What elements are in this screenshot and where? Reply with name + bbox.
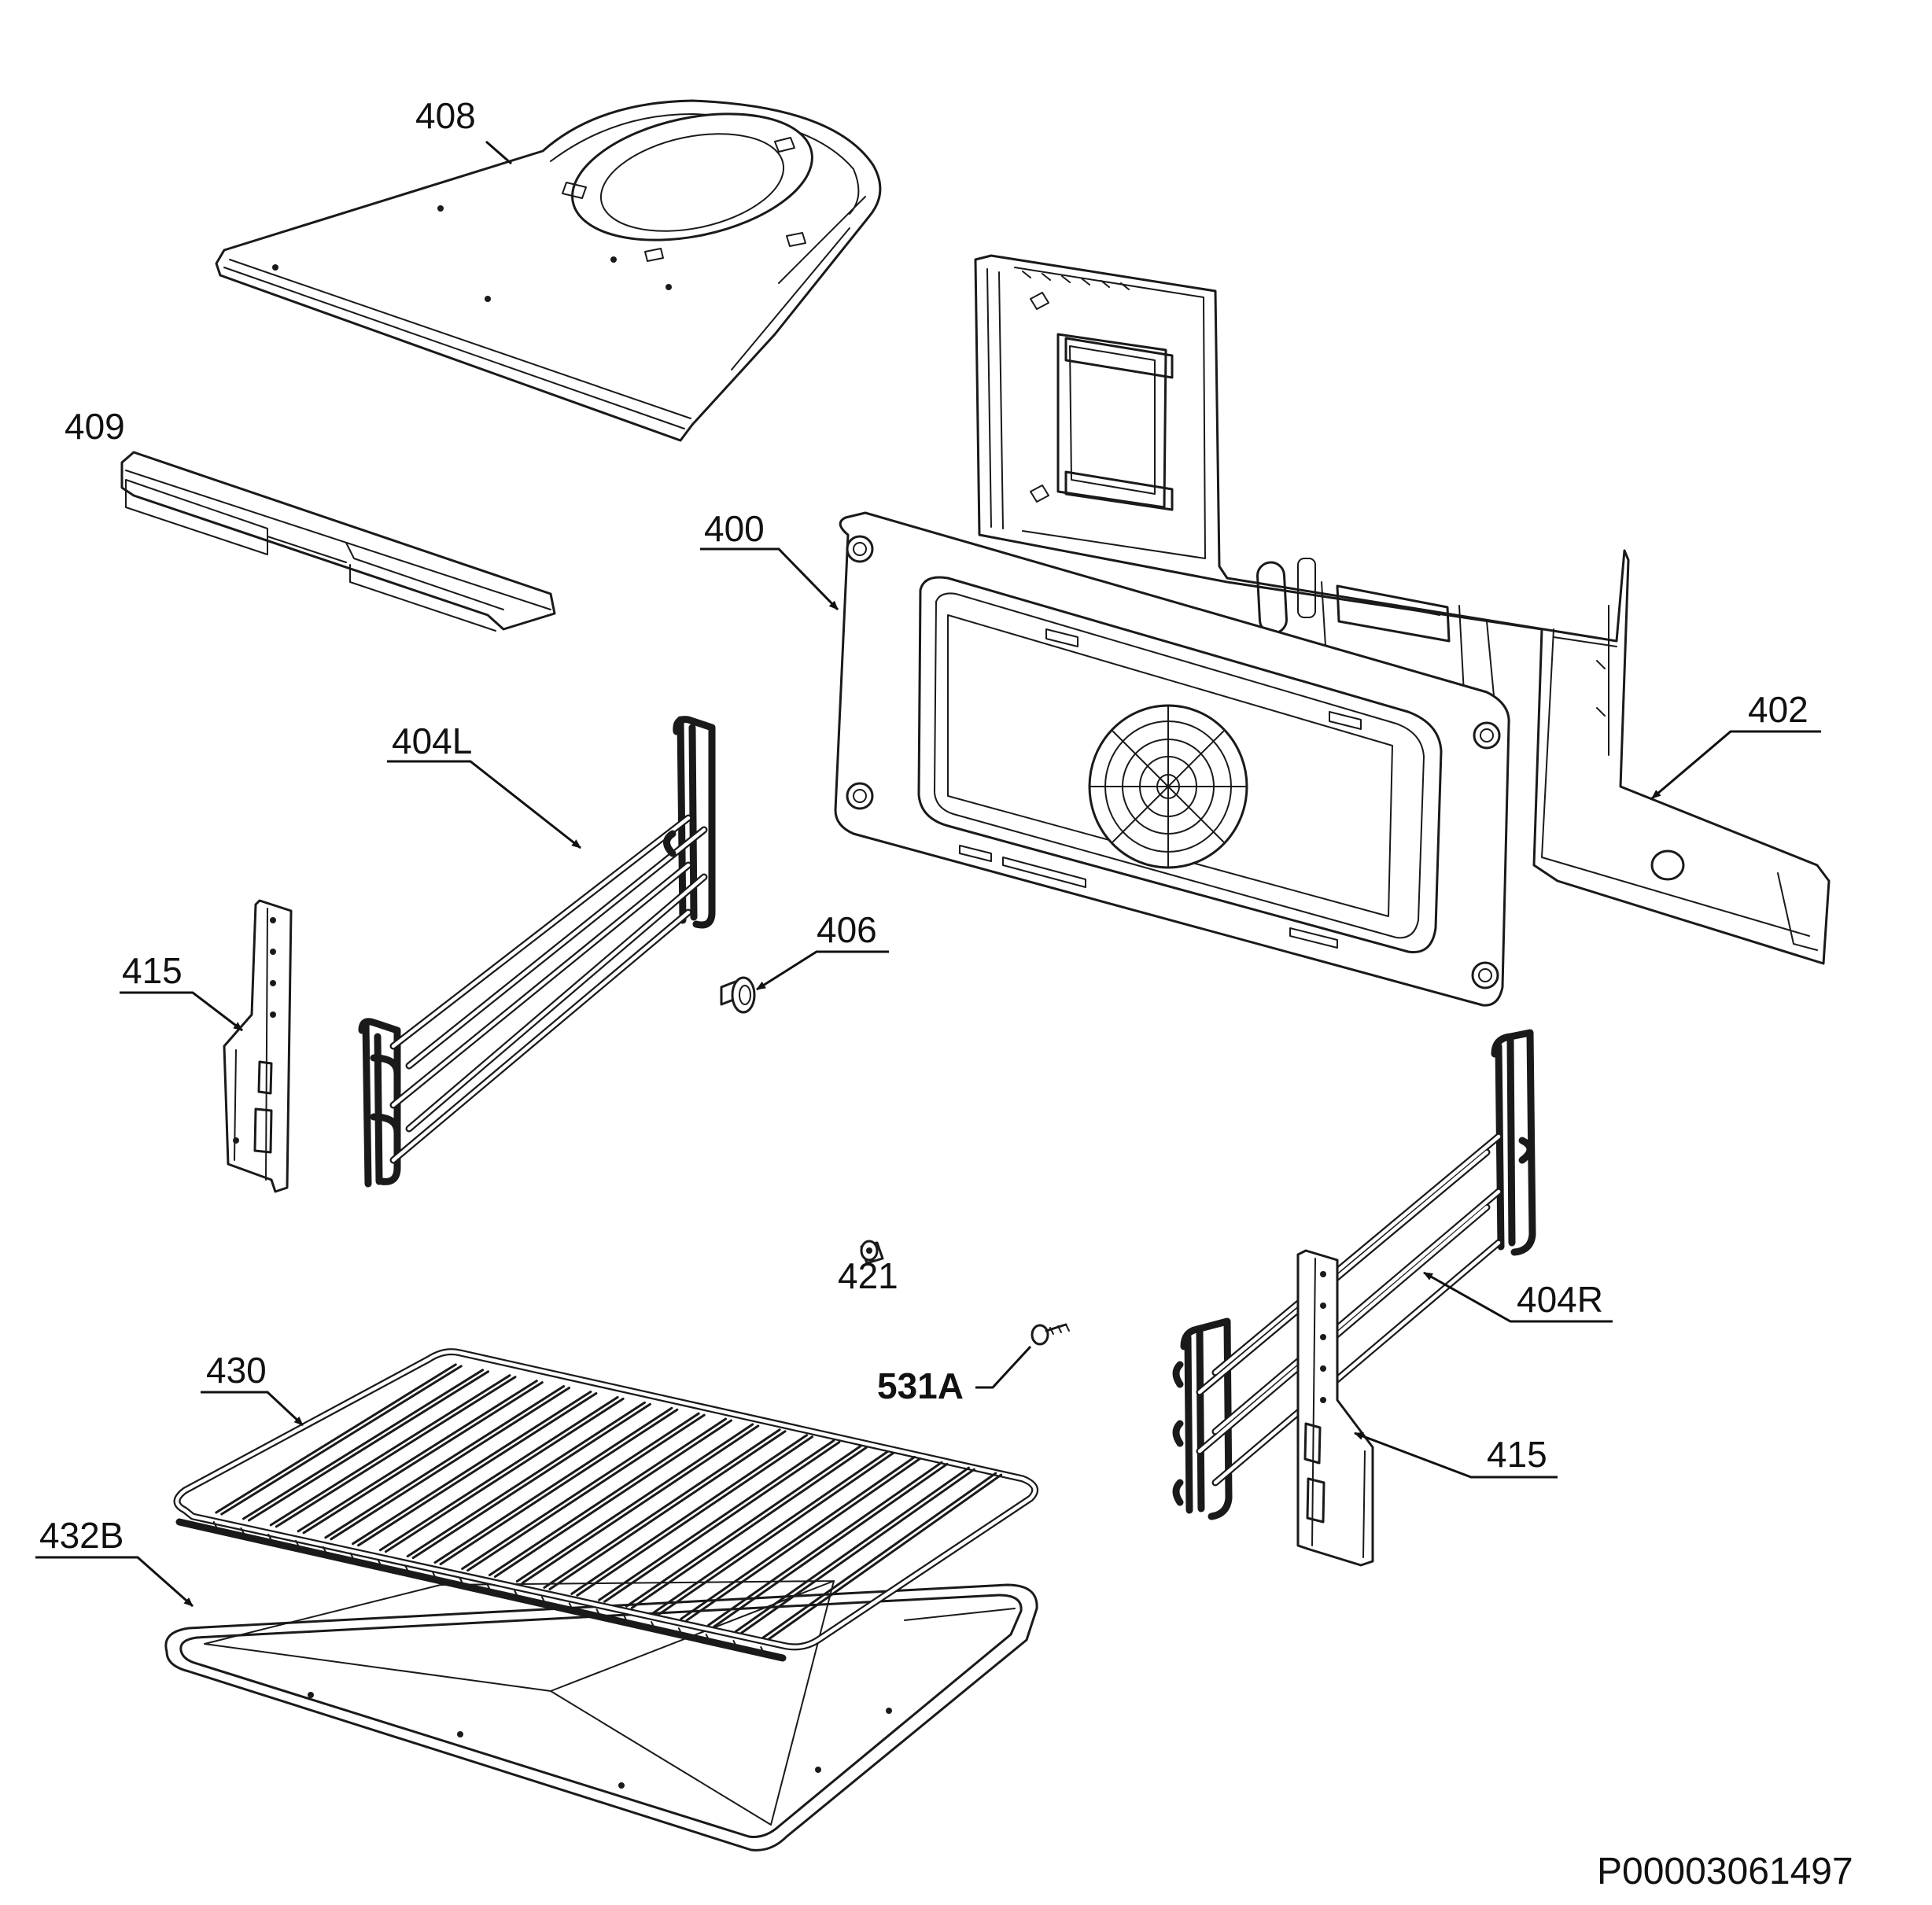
callout-432B: 432B (35, 1515, 194, 1608)
callout-415-right: 415 (1354, 1432, 1558, 1479)
callout-label-421: 421 (838, 1255, 898, 1296)
callout-label-432B: 432B (39, 1515, 124, 1556)
part-402-rear-frame (974, 254, 1831, 965)
part-531A-screw (1031, 1323, 1070, 1346)
callout-404L: 404L (387, 720, 581, 849)
part-400-rear-wall (834, 511, 1510, 1007)
part-432B-tray (164, 1580, 1038, 1852)
callout-label-402: 402 (1748, 689, 1808, 730)
part-430-wire-shelf (173, 1348, 1039, 1662)
callout-408: 408 (415, 95, 512, 165)
part-408-fan-cover (215, 99, 882, 442)
part-406-fastener (720, 976, 756, 1014)
callout-406: 406 (756, 909, 889, 991)
callout-label-404R: 404R (1517, 1279, 1603, 1320)
part-415-left-bracket (223, 899, 293, 1193)
callout-430: 430 (201, 1350, 304, 1427)
callout-label-400: 400 (704, 508, 765, 549)
part-404R-right-rails (1172, 1029, 1536, 1520)
reference-code-text: P00003061497 (1597, 1851, 1853, 1892)
callout-531A: 531A (877, 1345, 1032, 1406)
callout-label-404L: 404L (392, 720, 472, 761)
reference-code: P00003061497 (1597, 1851, 1853, 1892)
callout-415-left: 415 (120, 950, 243, 1032)
part-404L-left-rails (358, 716, 716, 1188)
part-421-clip (860, 1240, 884, 1265)
part-415-right-bracket (1296, 1249, 1374, 1567)
callout-label-415-left: 415 (122, 950, 183, 991)
callout-label-409: 409 (65, 406, 125, 447)
callout-404R: 404R (1423, 1271, 1613, 1323)
callout-421: 421 (838, 1255, 898, 1296)
callout-label-531A: 531A (877, 1365, 964, 1406)
part-409-bracket (120, 451, 556, 632)
callout-400: 400 (700, 508, 839, 611)
callout-409: 409 (65, 406, 125, 447)
callout-402: 402 (1651, 689, 1821, 800)
callout-label-430: 430 (206, 1350, 267, 1391)
callout-label-408: 408 (415, 95, 476, 136)
callout-label-415-right: 415 (1487, 1434, 1547, 1475)
callout-label-406: 406 (817, 909, 877, 950)
